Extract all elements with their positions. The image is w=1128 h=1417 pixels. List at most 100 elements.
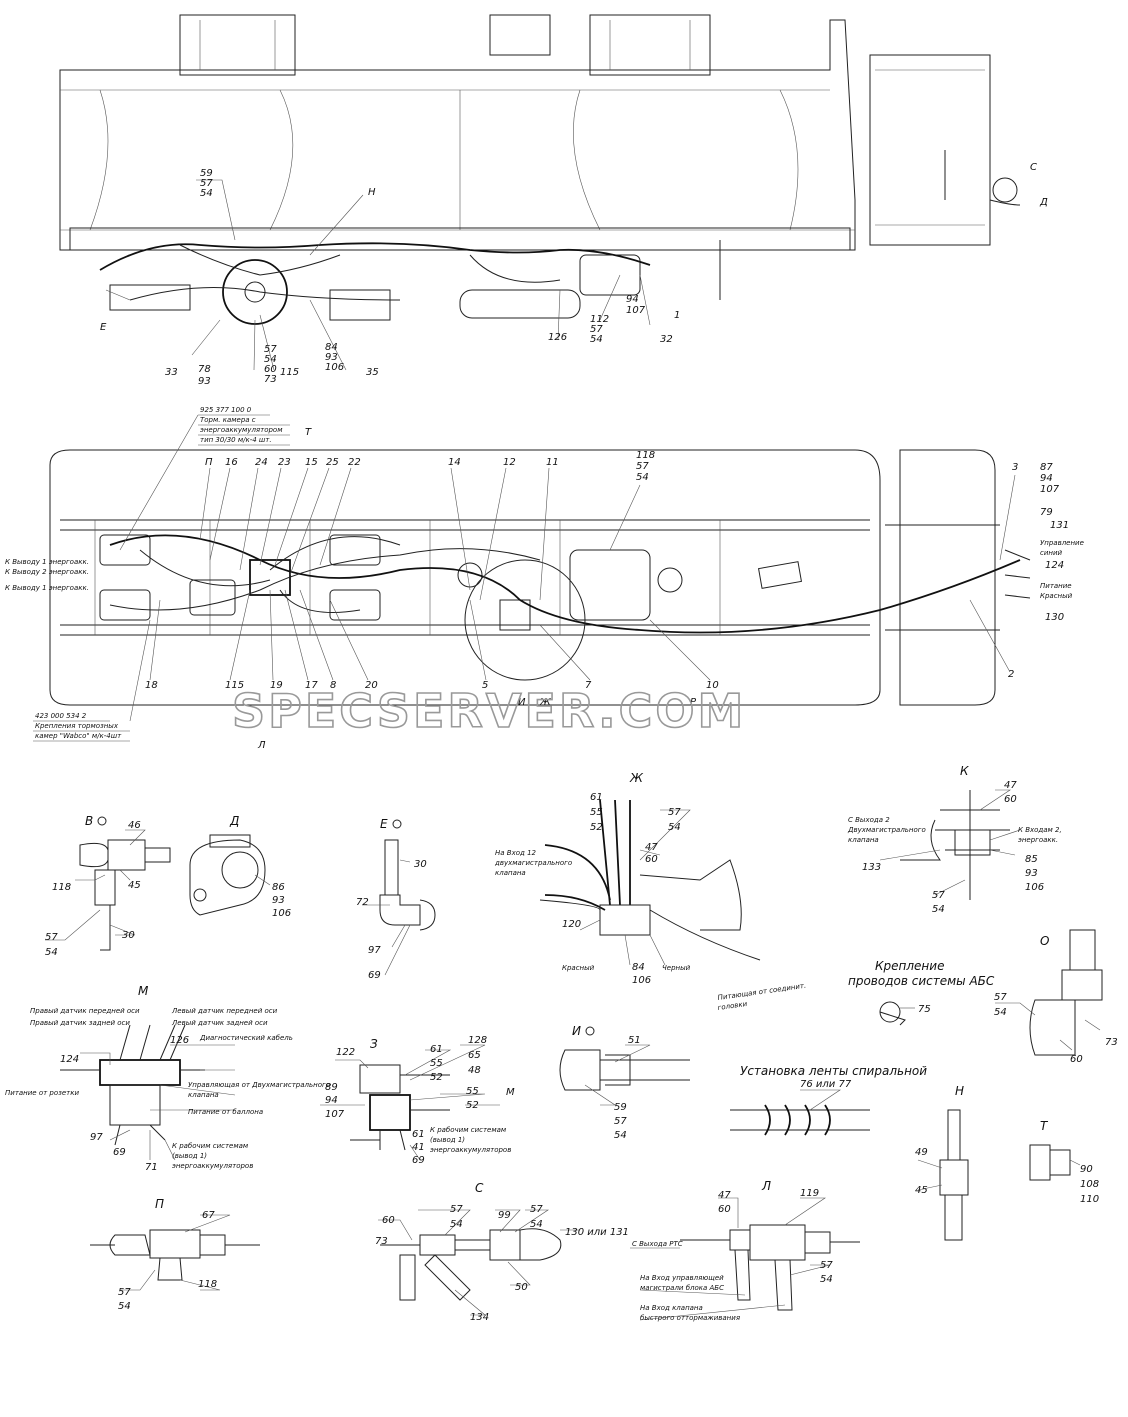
label-l-1: С Выхода РТС bbox=[632, 1240, 683, 1248]
callout-99: 99 bbox=[498, 1210, 511, 1221]
label-zh-1: На Вход 12 bbox=[495, 849, 537, 857]
callout-60f: 60 bbox=[718, 1204, 731, 1215]
callout-19: 19 bbox=[270, 680, 283, 691]
callout-57k: 57 bbox=[450, 1204, 463, 1215]
detail-z: З 122 61 55 52 128 65 48 89 94 107 55 52… bbox=[320, 1035, 515, 1166]
note-top-1: 925 377 100 0 bbox=[200, 406, 252, 414]
side-view-callouts: 59 57 54 Н С Д Е 33 78 93 57 54 60 73 11… bbox=[100, 162, 1048, 387]
callout-106b: 106 bbox=[272, 908, 291, 919]
callout-57b: 57 bbox=[264, 344, 277, 355]
detail-d-title: Д bbox=[229, 814, 239, 828]
detail-t-title: Т bbox=[1040, 1119, 1049, 1133]
right-label-4: Красный bbox=[1040, 592, 1073, 600]
label-l-5: быстрого оттормаживания bbox=[640, 1314, 740, 1322]
callout-32: 32 bbox=[660, 334, 673, 345]
detail-l-title: Л bbox=[761, 1179, 771, 1193]
callout-57j: 57 bbox=[118, 1287, 131, 1298]
detail-e: Е 30 72 97 69 bbox=[356, 817, 436, 981]
callout-60d: 60 bbox=[1070, 1054, 1083, 1065]
callout-93b: 93 bbox=[325, 352, 338, 363]
label-m-control-1: Управляющая от Двухмагистрального bbox=[188, 1081, 330, 1089]
label-l-3: магистрали блока АБС bbox=[640, 1284, 724, 1292]
callout-59: 59 bbox=[200, 168, 213, 179]
callout-24: 24 bbox=[255, 457, 268, 468]
detail-zh-title: Ж bbox=[629, 771, 644, 785]
watermark: SPECSERVER.COM bbox=[232, 684, 746, 738]
view-arrow-icon bbox=[97, 816, 107, 826]
callout-89: 89 bbox=[325, 1082, 338, 1093]
callout-r: Р bbox=[690, 697, 697, 708]
callout-133: 133 bbox=[862, 862, 881, 873]
callout-71: 71 bbox=[145, 1162, 158, 1173]
detail-l: Л 47 60 119 57 54 С Выхода РТС На Вход у… bbox=[630, 1179, 860, 1322]
callout-15: 15 bbox=[305, 457, 318, 468]
callout-54d: 54 bbox=[636, 472, 649, 483]
callout-52c: 52 bbox=[466, 1100, 479, 1111]
label-m-r-rear: Правый датчик задней оси bbox=[30, 1019, 130, 1027]
callout-54f: 54 bbox=[668, 822, 681, 833]
callout-69b: 69 bbox=[113, 1147, 126, 1158]
callout-107c: 107 bbox=[325, 1109, 345, 1120]
callout-107b: 107 bbox=[1040, 484, 1060, 495]
callout-54e: 54 bbox=[45, 947, 58, 958]
callout-130: 130 bbox=[1045, 612, 1064, 623]
detail-n-title: Н bbox=[955, 1084, 964, 1098]
callout-128: 128 bbox=[468, 1035, 487, 1046]
callout-57e: 57 bbox=[45, 932, 58, 943]
callout-94: 94 bbox=[626, 294, 639, 305]
callout-57f: 57 bbox=[668, 807, 681, 818]
callout-126b: 126 bbox=[170, 1035, 189, 1046]
label-l-2: На Вход управляющей bbox=[640, 1274, 724, 1282]
callout-57i: 57 bbox=[614, 1116, 627, 1127]
callout-l: Л bbox=[257, 740, 266, 751]
callout-57c: 57 bbox=[590, 324, 603, 335]
callout-61b: 61 bbox=[430, 1044, 443, 1055]
detail-zh: Ж 61 55 52 57 54 47 60 120 84 106 На Вхо… bbox=[494, 771, 807, 1012]
callout-115b: 115 bbox=[225, 680, 244, 691]
callout-65: 65 bbox=[468, 1050, 481, 1061]
left-label-2: К Выводу 2 энергоакк. bbox=[5, 568, 89, 576]
callout-94c: 94 bbox=[325, 1095, 338, 1106]
callout-112: 112 bbox=[590, 314, 609, 325]
detail-i: И 51 59 57 54 bbox=[559, 1024, 690, 1141]
callout-52: 52 bbox=[590, 822, 603, 833]
callout-30: 30 bbox=[122, 930, 135, 941]
left-label-1: К Выводу 1 энергоакк. bbox=[5, 558, 89, 566]
callout-54g: 54 bbox=[932, 904, 945, 915]
callout-57: 57 bbox=[200, 178, 213, 189]
detail-s: С 60 73 57 54 99 57 54 130 или 131 50 13… bbox=[375, 1181, 629, 1323]
callout-107: 107 bbox=[626, 305, 646, 316]
callout-134: 134 bbox=[470, 1312, 489, 1323]
detail-abs: Крепление проводов системы АБС 75 bbox=[848, 959, 995, 1026]
callout-84b: 84 bbox=[632, 962, 645, 973]
callout-d: Д bbox=[1039, 197, 1048, 208]
detail-k-title: К bbox=[960, 764, 969, 778]
callout-118c: 118 bbox=[198, 1279, 217, 1290]
plan-view-callouts: П 16 24 23 Т 15 25 22 14 12 11 118 57 54… bbox=[145, 427, 1069, 751]
detail-spiral: Установка ленты спиральной 76 или 77 bbox=[730, 1064, 927, 1136]
detail-p: П 67 57 54 118 bbox=[90, 1197, 260, 1312]
callout-57m: 57 bbox=[820, 1260, 833, 1271]
callout-54: 54 bbox=[200, 188, 213, 199]
callout-50: 50 bbox=[515, 1282, 528, 1293]
note-bottom-3: камер "Wabco" м/к-4шт bbox=[35, 732, 122, 740]
callout-35: 35 bbox=[366, 367, 379, 378]
label-z-3: энергоаккумуляторов bbox=[430, 1146, 511, 1154]
callout-69c: 69 bbox=[412, 1155, 425, 1166]
callout-75: 75 bbox=[918, 1004, 931, 1015]
callout-87: 87 bbox=[1040, 462, 1053, 473]
callout-106c: 106 bbox=[632, 975, 651, 986]
callout-23: 23 bbox=[278, 457, 291, 468]
label-z-1: К рабочим системам bbox=[430, 1126, 507, 1134]
label-m-diag: Диагностический кабель bbox=[199, 1034, 293, 1042]
callout-zh: Ж bbox=[539, 697, 552, 708]
callout-p: П bbox=[205, 457, 213, 468]
callout-97: 97 bbox=[368, 945, 381, 956]
plan-view bbox=[49, 449, 1031, 706]
right-label-3: Питание bbox=[1040, 582, 1072, 590]
callout-47: 47 bbox=[645, 842, 658, 853]
detail-m: М Правый датчик передней оси Правый датч… bbox=[5, 984, 330, 1173]
callout-118b: 118 bbox=[52, 882, 71, 893]
callout-108: 108 bbox=[1080, 1179, 1099, 1190]
callout-57g: 57 bbox=[932, 890, 945, 901]
